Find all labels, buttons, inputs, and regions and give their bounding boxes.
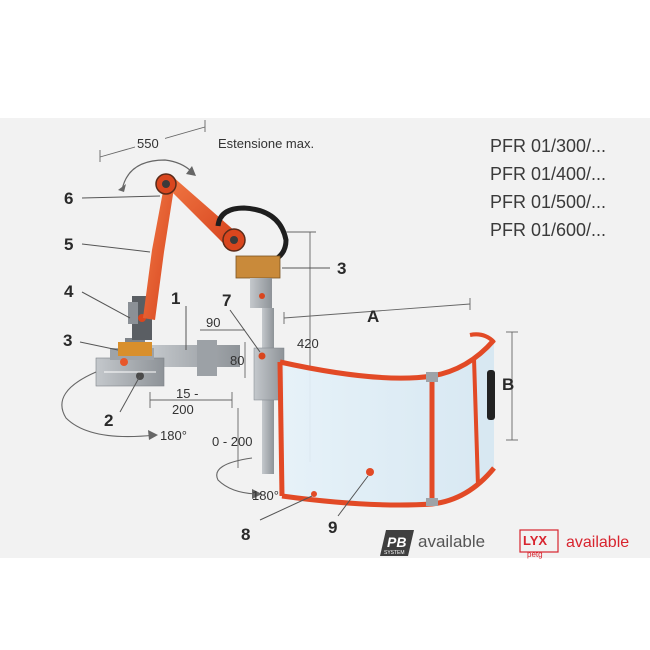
height-420-label: 420: [297, 336, 319, 351]
dim-90-label: 90: [206, 315, 220, 330]
pb-system-badge: PB SYSTEM available: [380, 530, 485, 556]
callout-6: 6: [64, 189, 73, 208]
clamp-dimensions: 15 - 200 90 80: [149, 315, 246, 417]
lyx-petg-text: petg: [527, 550, 543, 559]
base-clamp: [95, 338, 240, 387]
lyx-logo-text: LYX: [523, 533, 547, 548]
base-joint-block: [118, 342, 152, 356]
lyx-available-text: available: [566, 534, 629, 551]
model-600: PFR 01/600/...: [490, 220, 606, 240]
pb-system-text: SYSTEM: [384, 550, 405, 556]
callout-9: 9: [328, 518, 337, 537]
callout-5: 5: [64, 235, 73, 254]
callout-7: 7: [222, 291, 231, 310]
callout-3-base: 3: [63, 331, 72, 350]
callout-1: 1: [171, 289, 180, 308]
reach-dimension: 550: [99, 120, 206, 192]
callout-3-arm: 3: [337, 259, 346, 278]
model-500: PFR 01/500/...: [490, 192, 606, 212]
width-dimension: A: [283, 298, 471, 326]
base-rotation-dimension: 180°: [61, 371, 187, 443]
protective-screen: [277, 332, 496, 508]
dim-80-label: 80: [230, 353, 244, 368]
model-400: PFR 01/400/...: [490, 164, 606, 184]
model-list: PFR 01/300/... PFR 01/400/... PFR 01/500…: [490, 136, 606, 240]
model-300: PFR 01/300/...: [490, 136, 606, 156]
post-range-label: 0 - 200: [212, 434, 252, 449]
callout-4: 4: [64, 282, 74, 301]
articulated-arm: [143, 173, 289, 320]
post-range-dimension: 0 - 200 180°: [212, 408, 279, 503]
pb-available-text: available: [418, 532, 485, 551]
reach-label: 550: [137, 136, 159, 151]
pb-logo-text: PB: [387, 534, 406, 550]
post-rotation-label: 180°: [252, 488, 279, 503]
clamp-range-label-a: 15 -: [176, 386, 198, 401]
base-rotation-label: 180°: [160, 428, 187, 443]
clamp-range-label-b: 200: [172, 402, 194, 417]
callout-8: 8: [241, 525, 250, 544]
extension-label: Estensione max.: [218, 136, 314, 151]
callouts: 1 2 3 3 4 5 6 7 8 9: [63, 189, 369, 544]
width-A-label: A: [367, 307, 379, 326]
height-B-label: B: [502, 375, 514, 394]
lyx-badge: LYX petg available: [519, 529, 629, 559]
screen-height-dimension: B: [502, 331, 518, 441]
callout-2: 2: [104, 411, 113, 430]
